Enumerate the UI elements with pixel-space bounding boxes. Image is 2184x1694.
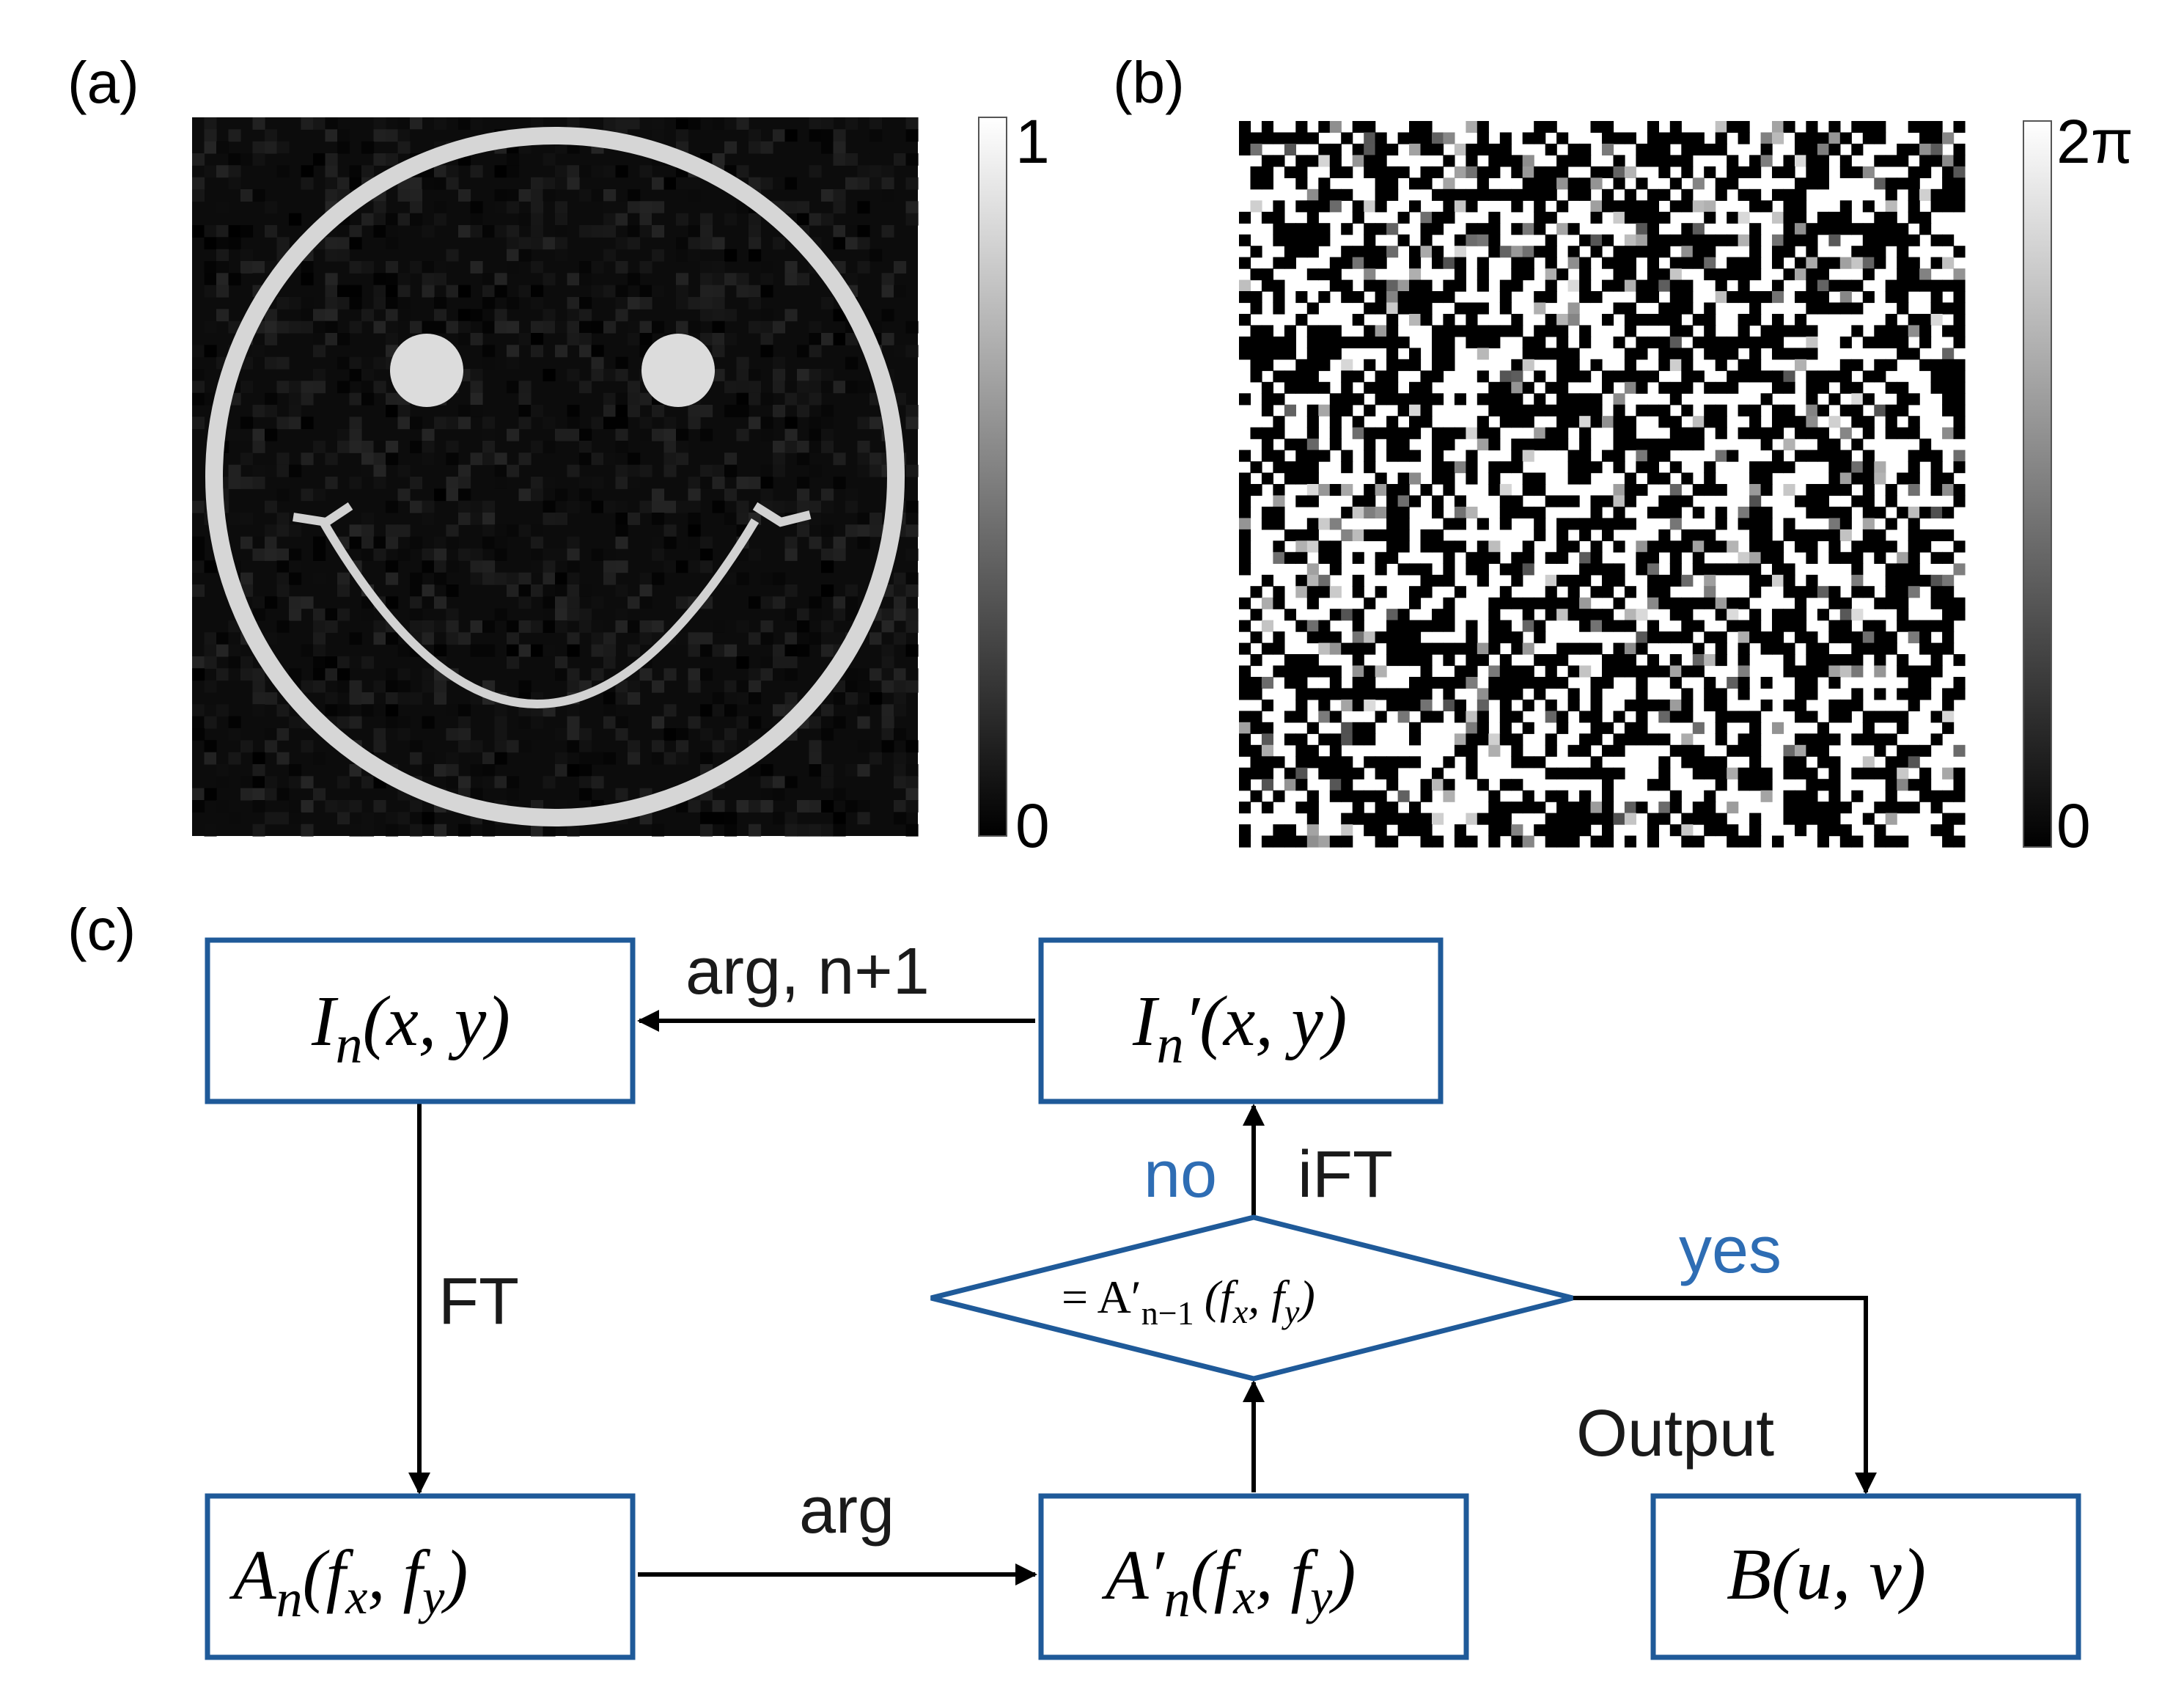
decision-node: = A′n−1(fx, fy): [930, 1214, 1573, 1382]
edge-label-ft: FT: [438, 1265, 519, 1338]
panel-b-label: (b): [1113, 50, 1185, 115]
smiley-mouth-right-end: [752, 502, 812, 527]
smiley-mouth: [318, 518, 760, 708]
node-I-n-label: In(x, y): [311, 982, 510, 1075]
panel-a-label: (a): [67, 50, 139, 115]
edge-yes-arrow: [1573, 1296, 1877, 1495]
node-A-n-box: [205, 1493, 636, 1660]
colorbar-a-gradient: [978, 117, 1007, 837]
decision-label: = A′n−1(fx, fy): [1062, 1271, 1315, 1332]
node-I-n-box: [205, 937, 636, 1104]
node-A-n-label: An(fx, fy): [229, 1536, 468, 1628]
edge-label-output: Output: [1576, 1397, 1774, 1470]
node-A-n-prime-box: [1038, 1493, 1469, 1660]
node-I-n-prime-box: [1038, 937, 1444, 1104]
edge-label-arg-n1: arg, n+1: [685, 935, 930, 1008]
smiley-noise-layer: [192, 117, 919, 837]
smiley-face-drawing: [205, 127, 905, 826]
colorbar-b-gradient: [2023, 120, 2052, 848]
node-I-n: In(x, y): [205, 937, 636, 1104]
node-A-n-prime-label: A′n(fx, fy): [1101, 1536, 1356, 1628]
random-phase-image: [1239, 121, 1966, 848]
smiley-left-eye: [390, 334, 463, 407]
edge-label-yes: yes: [1679, 1214, 1782, 1287]
colorbar-a: 1 0: [978, 107, 1050, 860]
node-A-n: An(fx, fy): [205, 1493, 636, 1660]
decision-diamond: [930, 1214, 1573, 1382]
edge-label-arg: arg: [799, 1474, 894, 1547]
flowchart-edges: [408, 1010, 1877, 1585]
smiley-intensity-image: [192, 117, 919, 837]
colorbar-b-min-label: 0: [2056, 791, 2091, 860]
smiley-mouth-left-end: [293, 502, 353, 527]
edge-label-ift: iFT: [1298, 1138, 1393, 1211]
panel-c-label: (c): [67, 897, 136, 962]
node-B-label: B(u, v): [1727, 1533, 1926, 1615]
node-B-box: [1650, 1493, 2081, 1660]
colorbar-b-max-label: 2π: [2056, 107, 2133, 176]
node-A-n-prime: A′n(fx, fy): [1038, 1493, 1469, 1660]
colorbar-b: 2π 0: [2023, 107, 2133, 860]
colorbar-a-max-label: 1: [1015, 107, 1050, 176]
edge-label-no: no: [1144, 1138, 1217, 1211]
node-I-n-prime: In′(x, y): [1038, 937, 1444, 1104]
smiley-outline-ring: [205, 127, 905, 826]
node-B: B(u, v): [1650, 1493, 2081, 1660]
node-I-n-prime-label: In′(x, y): [1132, 982, 1347, 1075]
phase-pixel-grid: [1239, 121, 1966, 848]
colorbar-a-min-label: 0: [1015, 791, 1050, 860]
smiley-right-eye: [641, 334, 715, 407]
